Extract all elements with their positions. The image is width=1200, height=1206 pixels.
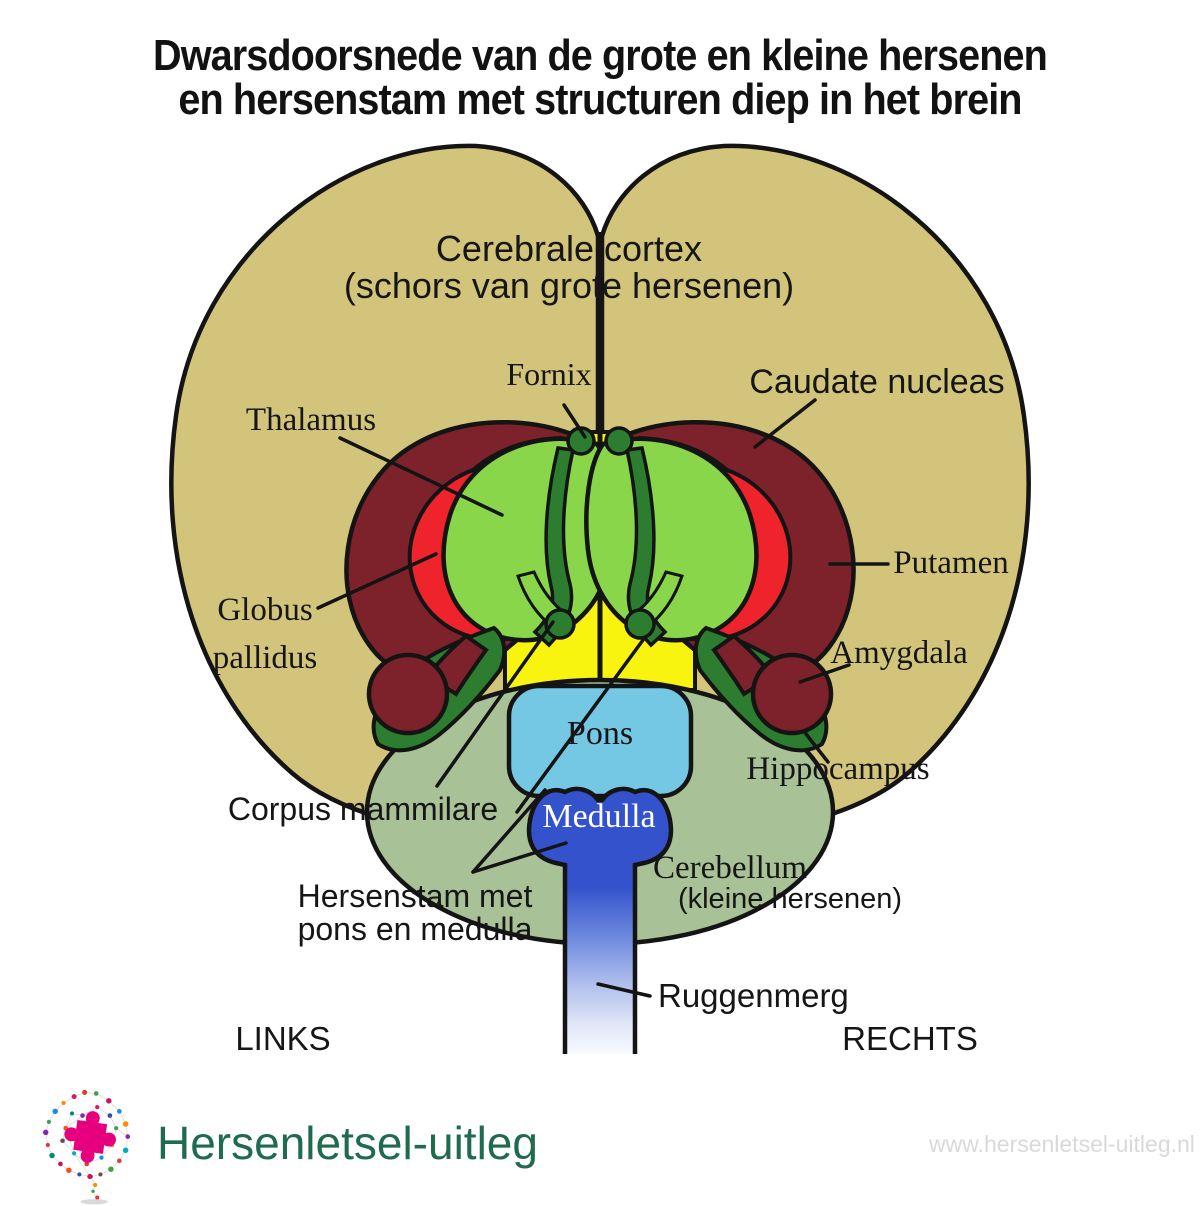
left-amygdala-shape bbox=[366, 652, 450, 736]
fornix-leader-line bbox=[562, 403, 587, 439]
page-title-line1: Dwarsdoorsnede van de grote en kleine he… bbox=[153, 31, 1048, 80]
right-fornix-ball bbox=[604, 426, 634, 456]
corpus-mammilare-leader-line-right bbox=[515, 638, 645, 814]
left-mammillary-body bbox=[544, 608, 576, 640]
amygdala-leader-line bbox=[798, 663, 851, 684]
ruggenmerg-leader-line bbox=[596, 982, 652, 998]
brand-name: Hersenletsel-uitleg bbox=[157, 1117, 538, 1169]
medulla-label: Medulla bbox=[542, 798, 656, 835]
website-url: www.hersenletsel-uitleg.nl bbox=[929, 1131, 1195, 1157]
thalamus-leader-line bbox=[338, 436, 504, 517]
hippocampus-leader-line bbox=[804, 732, 830, 764]
right-amygdala-shape bbox=[750, 652, 834, 736]
left-side-label: LINKS bbox=[235, 1020, 331, 1057]
right-fornix-column-shape bbox=[624, 446, 668, 648]
logo-puzzle-piece-icon bbox=[64, 1111, 116, 1163]
pons-label: Pons bbox=[566, 715, 634, 752]
page-title-line2: en hersenstam met structuren diep in het… bbox=[178, 75, 1022, 124]
corpus-mammilare-label: Corpus mammilare bbox=[227, 791, 499, 827]
page-title: Dwarsdoorsnede van de grote en kleine he… bbox=[60, 34, 1140, 122]
putamen-label: Putamen bbox=[893, 545, 1009, 581]
cerebellum-label: Cerebellum bbox=[653, 850, 807, 886]
globus-pallidus-label: Globus pallidus bbox=[212, 592, 318, 676]
hersenstam-leader-line-pons bbox=[471, 788, 547, 874]
brainstem-label: Hersenstam met pons en medulla bbox=[297, 878, 533, 947]
thalamus-label: Thalamus bbox=[245, 402, 377, 438]
cerebral-cortex-label: Cerebrale cortex (schors van grote herse… bbox=[343, 228, 795, 306]
brand-logo-brain-icon bbox=[42, 1089, 131, 1205]
pons-shape bbox=[506, 683, 694, 799]
right-side-label: RECHTS bbox=[842, 1020, 978, 1057]
spinal-cord-label: Ruggenmerg bbox=[658, 977, 849, 1014]
fornix-label: Fornix bbox=[506, 356, 592, 392]
hersenstam-leader-line-medulla bbox=[471, 841, 568, 874]
right-mammillary-body bbox=[624, 608, 656, 640]
caudate-nucleus-label: Caudate nucleas bbox=[749, 363, 1005, 401]
logo-dots bbox=[42, 1089, 131, 1200]
corpus-mammilare-leader-line-left bbox=[435, 620, 555, 788]
medulla-spinal-cord-outline bbox=[526, 786, 674, 1054]
amygdala-label: Amygdala bbox=[830, 635, 968, 671]
globus-pallidus-leader-line bbox=[316, 552, 438, 610]
medulla-spinal-cord-fill bbox=[529, 788, 671, 1054]
hippocampus-label: Hippocampus bbox=[746, 751, 930, 787]
caudate-leader-line bbox=[753, 398, 817, 449]
cerebellum-sublabel: (kleine hersenen) bbox=[677, 883, 903, 915]
